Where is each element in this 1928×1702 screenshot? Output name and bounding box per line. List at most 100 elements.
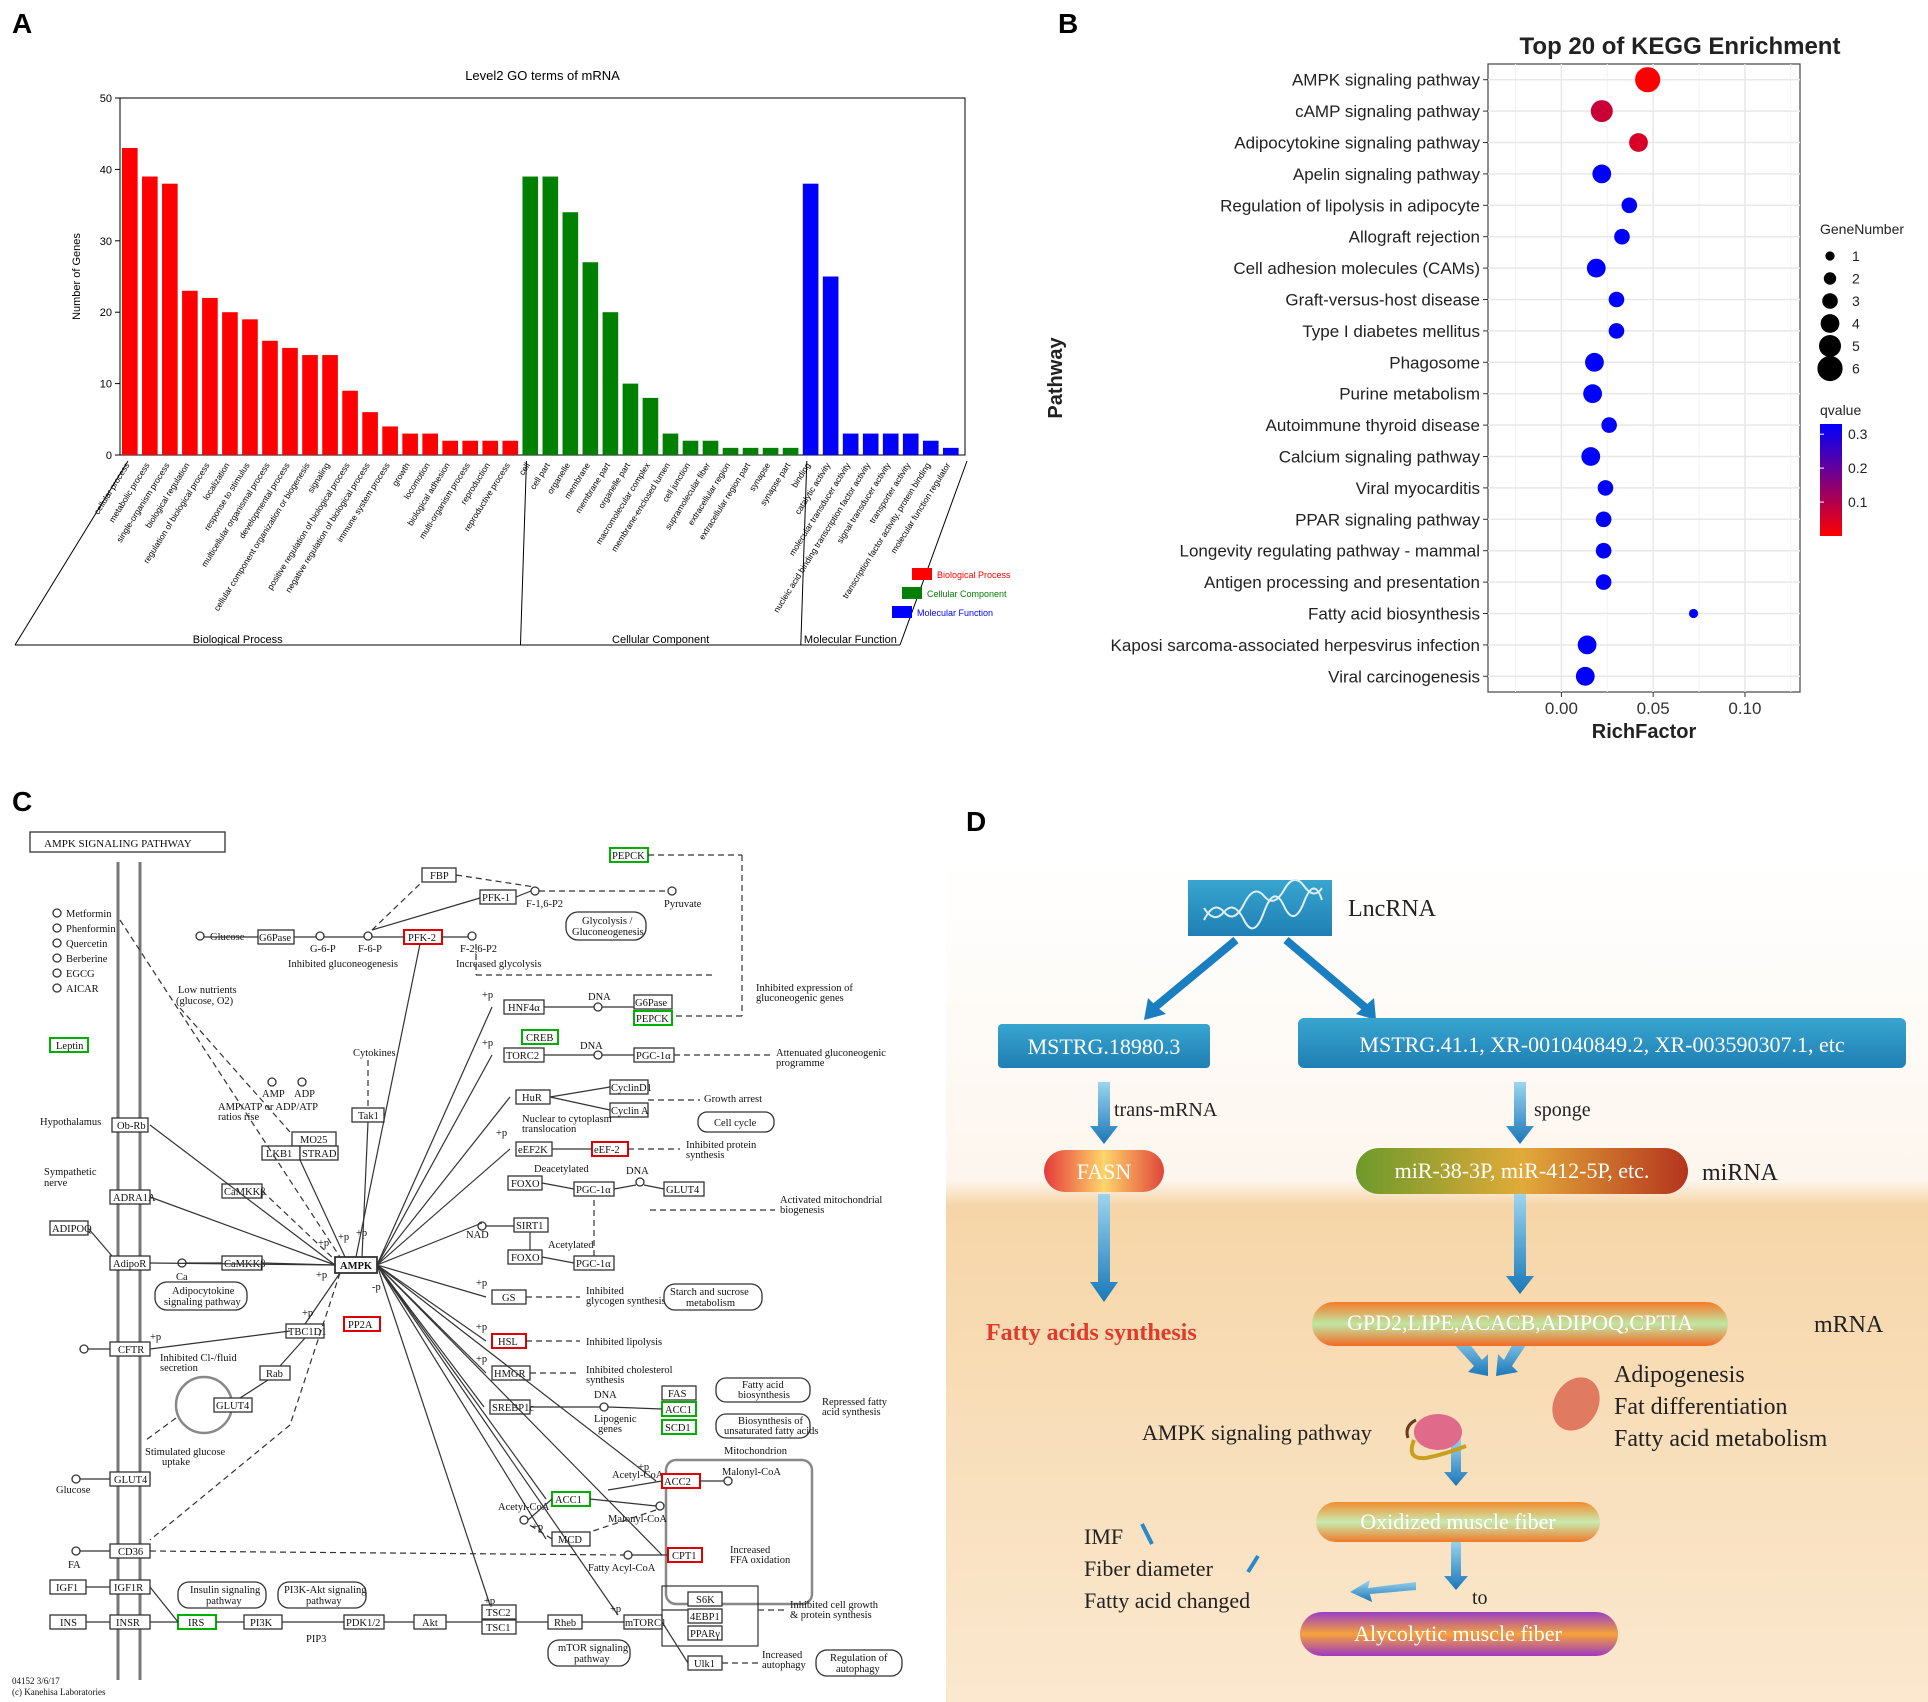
- svg-text:Lipogenic: Lipogenic: [594, 1414, 637, 1425]
- point-0: [1635, 67, 1661, 93]
- mrna-capsule: [1312, 1302, 1728, 1346]
- y-tick-label-5: 50: [100, 93, 112, 105]
- point-16: [1595, 574, 1612, 590]
- svg-text:PFK-1: PFK-1: [482, 893, 510, 904]
- svg-text:F-1,6-P2: F-1,6-P2: [526, 899, 563, 910]
- size-legend-title: GeneNumber: [1820, 221, 1904, 237]
- node-scd1: [661, 1419, 697, 1435]
- svg-text:DNA: DNA: [588, 992, 611, 1003]
- svg-text:PGC-1α: PGC-1α: [576, 1259, 611, 1270]
- bar-14: [402, 433, 418, 455]
- link-starch[interactable]: [663, 1283, 763, 1311]
- link-regulation-autophagy[interactable]: [815, 1649, 903, 1677]
- y-tick-label-12: Calcium signaling pathway: [1279, 448, 1481, 467]
- svg-text:uptake: uptake: [162, 1457, 190, 1468]
- svg-text:AMP: AMP: [262, 1089, 285, 1100]
- svg-text:Metformin: Metformin: [66, 909, 112, 920]
- svg-text:CPT1: CPT1: [672, 1551, 697, 1562]
- link-glycolysis[interactable]: [565, 911, 647, 941]
- link-unsaturated-fa[interactable]: [715, 1413, 811, 1439]
- svg-text:+p: +p: [150, 1332, 161, 1343]
- lncrna-label: LncRNA: [1348, 896, 1437, 922]
- svg-text:+p: +p: [610, 1604, 621, 1615]
- svg-text:pathway: pathway: [206, 1596, 242, 1607]
- mtor-target-group: [661, 1585, 759, 1647]
- size-legend-dot-4: [1819, 335, 1841, 357]
- svg-text:DNA: DNA: [626, 1166, 649, 1177]
- group-label-2: Molecular Function: [804, 634, 897, 646]
- point-12: [1581, 447, 1601, 466]
- svg-text:Cell cycle: Cell cycle: [714, 1118, 757, 1129]
- node-obrb: [111, 1117, 149, 1133]
- size-legend-label-4: 5: [1852, 338, 1860, 354]
- svg-text:CD36: CD36: [118, 1547, 143, 1558]
- bar-18: [482, 440, 499, 455]
- svg-text:PI3K: PI3K: [250, 1618, 273, 1629]
- panel-letter-a: A: [12, 8, 33, 39]
- bar-24: [602, 312, 619, 455]
- svg-text:Acetyl-CoA: Acetyl-CoA: [612, 1470, 664, 1481]
- size-legend-label-0: 1: [1852, 248, 1860, 264]
- group-label-1: Cellular Component: [612, 634, 709, 646]
- svg-text:S6K: S6K: [696, 1595, 715, 1606]
- y-tick-label-7: Graft-versus-host disease: [1285, 291, 1480, 310]
- svg-text:DNA: DNA: [580, 1041, 603, 1052]
- svg-text:GS: GS: [502, 1293, 516, 1304]
- svg-text:CFTR: CFTR: [118, 1345, 144, 1356]
- svg-text:acid synthesis: acid synthesis: [822, 1407, 881, 1418]
- svg-text:FAS: FAS: [668, 1389, 687, 1400]
- svg-text:Inhibited Cl-/fluid: Inhibited Cl-/fluid: [160, 1353, 237, 1364]
- svg-text:+p: +p: [482, 1038, 493, 1049]
- svg-text:gluconeogenic genes: gluconeogenic genes: [756, 993, 844, 1004]
- svg-text:pathway: pathway: [306, 1596, 342, 1607]
- node-sirt1: [513, 1217, 549, 1233]
- svg-text:Attenuated gluconeogenic: Attenuated gluconeogenic: [776, 1048, 886, 1059]
- svg-text:GLUT4: GLUT4: [666, 1185, 700, 1196]
- svg-text:(glucose, O2): (glucose, O2): [176, 996, 234, 1007]
- fatty-acids-synthesis-label: Fatty acids synthesis: [986, 1320, 1197, 1346]
- point-3: [1592, 164, 1612, 184]
- chart-a-title: Level2 GO terms of mRNA: [465, 68, 620, 83]
- svg-text:HMGR: HMGR: [494, 1369, 526, 1380]
- y-tick-label-11: Autoimmune thyroid disease: [1265, 416, 1480, 435]
- node-glut4-vesicle: [213, 1397, 253, 1413]
- y-tick-label-1: cAMP signaling pathway: [1295, 102, 1480, 121]
- y-tick-label-18: Kaposi sarcoma-associated herpesvirus in…: [1111, 636, 1480, 655]
- bar-10: [322, 355, 338, 455]
- fiber-arrow-icon: [1246, 1554, 1260, 1574]
- node-4ebp1: [687, 1608, 723, 1624]
- y-tick-label-13: Viral myocarditis: [1356, 479, 1480, 498]
- link-cell-cycle[interactable]: [697, 1111, 775, 1133]
- chart-b-title: Top 20 of KEGG Enrichment: [1520, 33, 1841, 60]
- link-adipocytokine[interactable]: [154, 1281, 248, 1311]
- link-pi3k-akt[interactable]: [277, 1581, 367, 1609]
- svg-text:PDK1/2: PDK1/2: [346, 1618, 380, 1629]
- link-fa-biosynthesis[interactable]: [715, 1377, 811, 1403]
- node-strad: [299, 1145, 339, 1161]
- link-mtor-signaling[interactable]: [547, 1639, 631, 1667]
- point-8: [1608, 323, 1625, 339]
- oxidized-fiber-capsule: [1316, 1502, 1600, 1542]
- point-13: [1597, 480, 1614, 496]
- link-insulin-signaling[interactable]: [177, 1581, 267, 1609]
- svg-text:4EBP1: 4EBP1: [690, 1612, 720, 1623]
- bar-11: [342, 390, 358, 455]
- svg-text:Growth arrest: Growth arrest: [704, 1094, 762, 1105]
- bar-22: [562, 212, 579, 455]
- bar-17: [462, 440, 479, 455]
- kegg-title-box: [29, 831, 226, 853]
- svg-text:glycogen synthesis: glycogen synthesis: [586, 1296, 666, 1307]
- mrna-capsule-label: GPD2,LIPE,ACACB,ADIPOQ,CPTIA: [1347, 1310, 1693, 1335]
- bar-34: [802, 183, 819, 455]
- kegg-footer-copyright: (c) Kanehisa Laboratories: [12, 1687, 106, 1697]
- svg-text:synthesis: synthesis: [586, 1375, 625, 1386]
- y-tick-label-15: Longevity regulating pathway - mammal: [1180, 542, 1480, 561]
- y-tick-label-19: Viral carcinogenesis: [1328, 667, 1480, 686]
- y-tick-label-3: 30: [100, 236, 112, 248]
- svg-text:DNA: DNA: [594, 1390, 617, 1401]
- point-1: [1590, 100, 1613, 123]
- legend-swatch-1: [902, 587, 922, 599]
- svg-text:ACC1: ACC1: [665, 1405, 692, 1416]
- svg-text:Ulk1: Ulk1: [694, 1659, 715, 1670]
- svg-text:Mitochondrion: Mitochondrion: [724, 1446, 788, 1457]
